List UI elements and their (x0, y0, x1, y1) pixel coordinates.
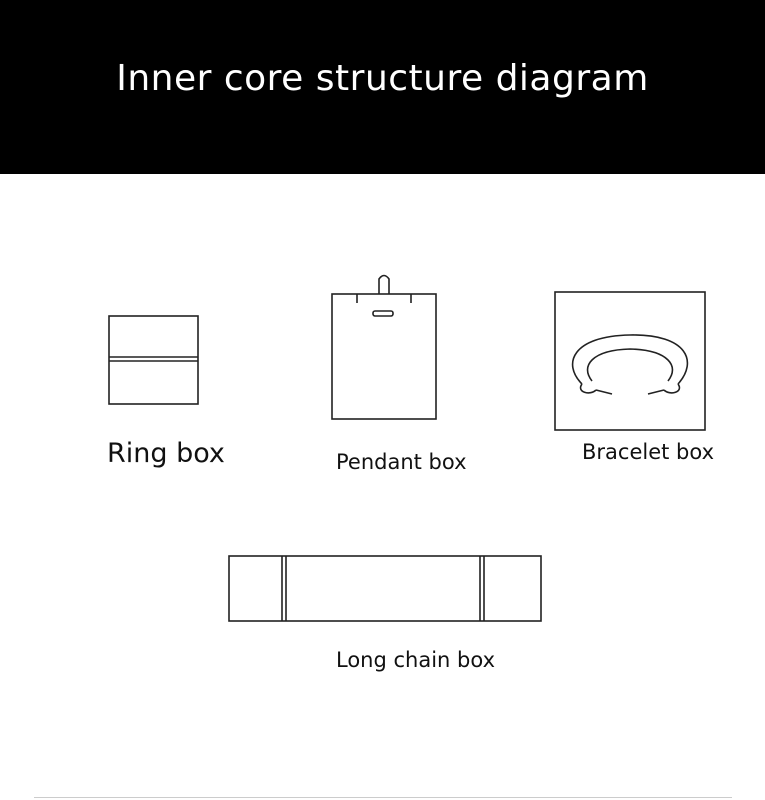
bracelet-left-end (579, 383, 597, 394)
bracelet-cuff-inner (586, 348, 674, 382)
pendant-box-label: Pendant box (336, 450, 467, 474)
long-chain-box-illustration (228, 555, 542, 622)
bracelet-box-illustration (554, 291, 706, 431)
long-chain-box-outline (228, 555, 542, 622)
bracelet-box-outline (554, 291, 706, 431)
header-banner: Inner core structure diagram (0, 0, 765, 174)
ring-box-outline (108, 315, 199, 405)
pendant-slot (372, 310, 394, 317)
bracelet-right-end (663, 383, 681, 394)
bracelet-left-tip (595, 389, 613, 395)
long-chain-box-label: Long chain box (336, 648, 495, 672)
bottom-divider (34, 797, 732, 798)
pendant-hook-tab (378, 274, 390, 294)
bracelet-cuff-outer (571, 334, 689, 385)
pendant-box-illustration (331, 274, 437, 420)
ring-box-label: Ring box (107, 438, 225, 469)
bracelet-right-tip (647, 389, 665, 395)
page-title: Inner core structure diagram (116, 58, 649, 99)
ring-box-illustration (108, 315, 199, 405)
bracelet-box-label: Bracelet box (582, 440, 714, 464)
pendant-box-outline (331, 293, 437, 420)
